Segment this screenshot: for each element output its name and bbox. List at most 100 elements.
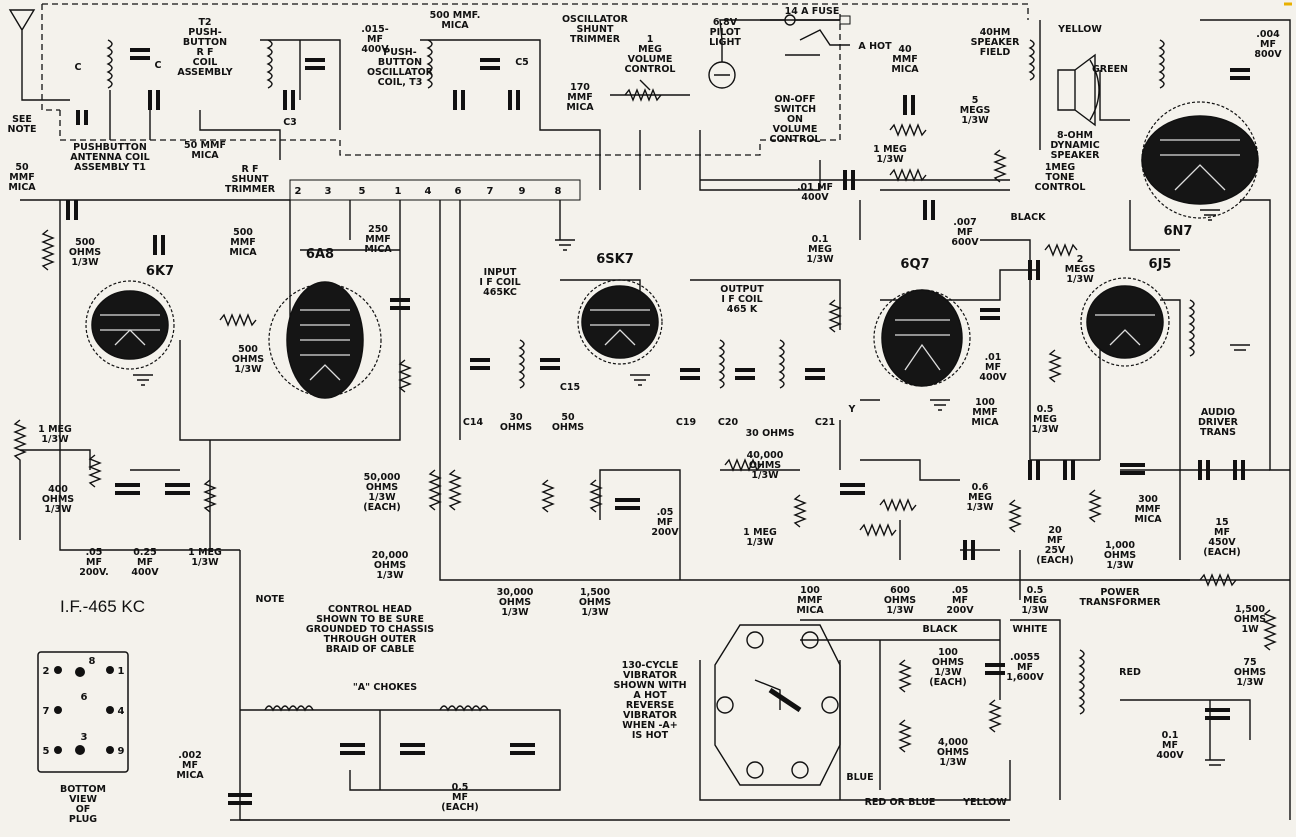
speaker-icon — [1057, 53, 1100, 127]
label-note: NOTE — [256, 594, 285, 605]
label-mica-500-top: 500 MMF.MICA — [430, 10, 481, 31]
fuse-icon — [760, 14, 851, 56]
plug-pin-label: 6 — [81, 692, 88, 703]
label-c21: C21 — [815, 417, 835, 428]
plug-pin-label: 2 — [43, 666, 50, 677]
tube-label: 6A8 — [306, 247, 334, 262]
tube-6q7 — [873, 289, 971, 387]
label-green: GREEN — [1092, 64, 1128, 75]
label-c15: C15 — [560, 382, 580, 393]
terminal-label: 1 — [395, 186, 402, 197]
resistors — [13, 88, 1277, 753]
ground-symbols — [133, 209, 1250, 821]
coils — [106, 39, 1195, 715]
terminal-label: 9 — [519, 186, 526, 197]
plug-pin-label: 3 — [81, 732, 88, 743]
label-c5: C5 — [515, 57, 529, 68]
tube-label: 6K7 — [146, 264, 174, 279]
terminal-label: 4 — [425, 186, 432, 197]
label-c14: C14 — [463, 417, 484, 428]
label-c19: C19 — [676, 417, 696, 428]
tube-6n7 — [1141, 101, 1259, 219]
label-red-or-blue: RED OR BLUE — [865, 797, 936, 808]
terminal-label: 5 — [359, 186, 366, 197]
capacitors — [66, 48, 1250, 805]
label-black-b: BLACK — [923, 624, 959, 635]
volume-control-icon — [610, 79, 690, 96]
tube-6j5 — [1080, 277, 1170, 367]
terminal-strip: 2 3 5 1 4 6 7 9 8 — [289, 179, 581, 201]
label-fuse: 14 A FUSE — [785, 6, 840, 17]
label-c20: C20 — [718, 417, 739, 428]
label-c-right: C — [155, 60, 162, 71]
terminal-label: 2 — [295, 186, 302, 197]
label-c-left: C — [75, 62, 82, 73]
wiring — [20, 19, 1291, 821]
plug-pin-label: 8 — [89, 656, 96, 667]
vibrator-icon — [714, 624, 841, 786]
tube-label: 6Q7 — [900, 257, 929, 272]
tube-6k7 — [85, 280, 175, 370]
label-red: RED — [1119, 667, 1141, 678]
tube-6sk7 — [577, 279, 663, 365]
label-c3: C3 — [283, 117, 297, 128]
label-y: Y — [848, 404, 856, 415]
tube-label: 6SK7 — [596, 252, 634, 267]
plug-pin-label: 1 — [118, 666, 125, 677]
plug-pin-label: 7 — [43, 706, 50, 717]
tube-label: 6N7 — [1164, 224, 1193, 239]
terminal-label: 3 — [325, 186, 332, 197]
terminal-label: 6 — [455, 186, 462, 197]
label-white: WHITE — [1013, 624, 1048, 635]
plug-pin-label: 5 — [43, 746, 50, 757]
